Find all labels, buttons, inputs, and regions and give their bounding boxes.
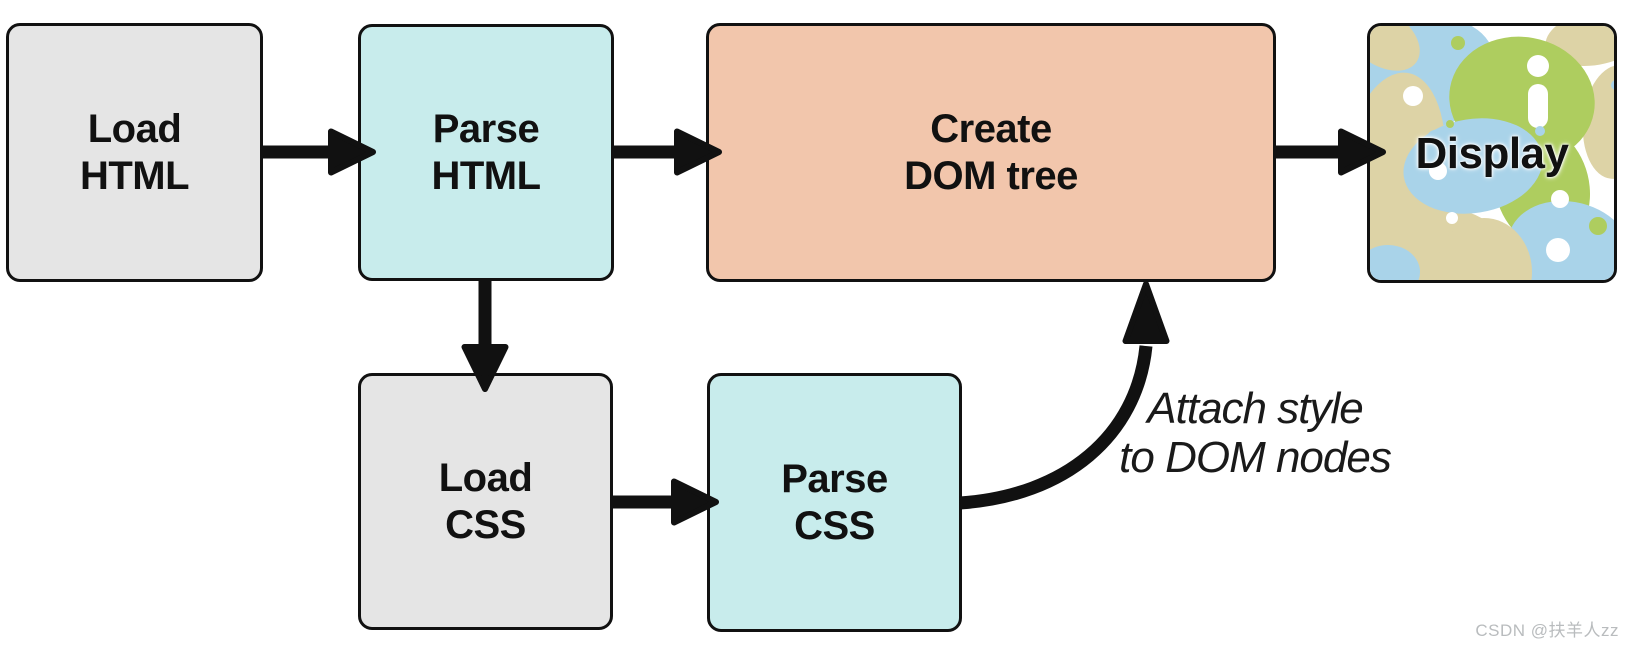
node-load-css-label: Load CSS — [439, 455, 533, 549]
label-line: Create — [930, 106, 1052, 151]
label-line: Parse — [781, 456, 888, 501]
node-create-dom-tree: Create DOM tree — [706, 23, 1276, 282]
node-display: Display — [1367, 23, 1617, 283]
edge-load-css-to-parse-css — [612, 478, 719, 526]
node-load-html-label: Load HTML — [79, 106, 190, 200]
node-load-css: Load CSS — [358, 373, 613, 630]
label-line: HTML — [79, 153, 190, 198]
edge-annotation: Attach style to DOM nodes — [1085, 384, 1425, 482]
node-create-dom-tree-label: Create DOM tree — [904, 106, 1078, 200]
csdn-watermark: CSDN @扶羊人zz — [1475, 621, 1619, 640]
display-thumbnail-pattern — [1370, 26, 1614, 280]
label-line: Load — [87, 106, 182, 151]
edge-annotation-line: Attach style — [1147, 384, 1363, 433]
label-line: DOM tree — [904, 153, 1078, 198]
label-line: Load — [438, 455, 533, 500]
edge-annotation-line: to DOM nodes — [1119, 433, 1392, 482]
pattern-blobs — [1370, 26, 1614, 280]
label-line: CSS — [794, 503, 875, 548]
node-parse-html-label: Parse HTML — [431, 106, 541, 200]
label-line: CSS — [445, 502, 526, 547]
label-line: HTML — [431, 153, 541, 198]
node-parse-css-label: Parse CSS — [781, 456, 888, 550]
edge-parse-html-to-create-dom — [613, 128, 722, 176]
node-load-html: Load HTML — [6, 23, 263, 282]
edge-load-html-to-parse-html — [262, 128, 376, 176]
node-parse-html: Parse HTML — [358, 24, 614, 281]
label-line: Parse — [432, 106, 540, 151]
node-display-label: Display — [1415, 128, 1569, 178]
node-parse-css: Parse CSS — [707, 373, 962, 632]
